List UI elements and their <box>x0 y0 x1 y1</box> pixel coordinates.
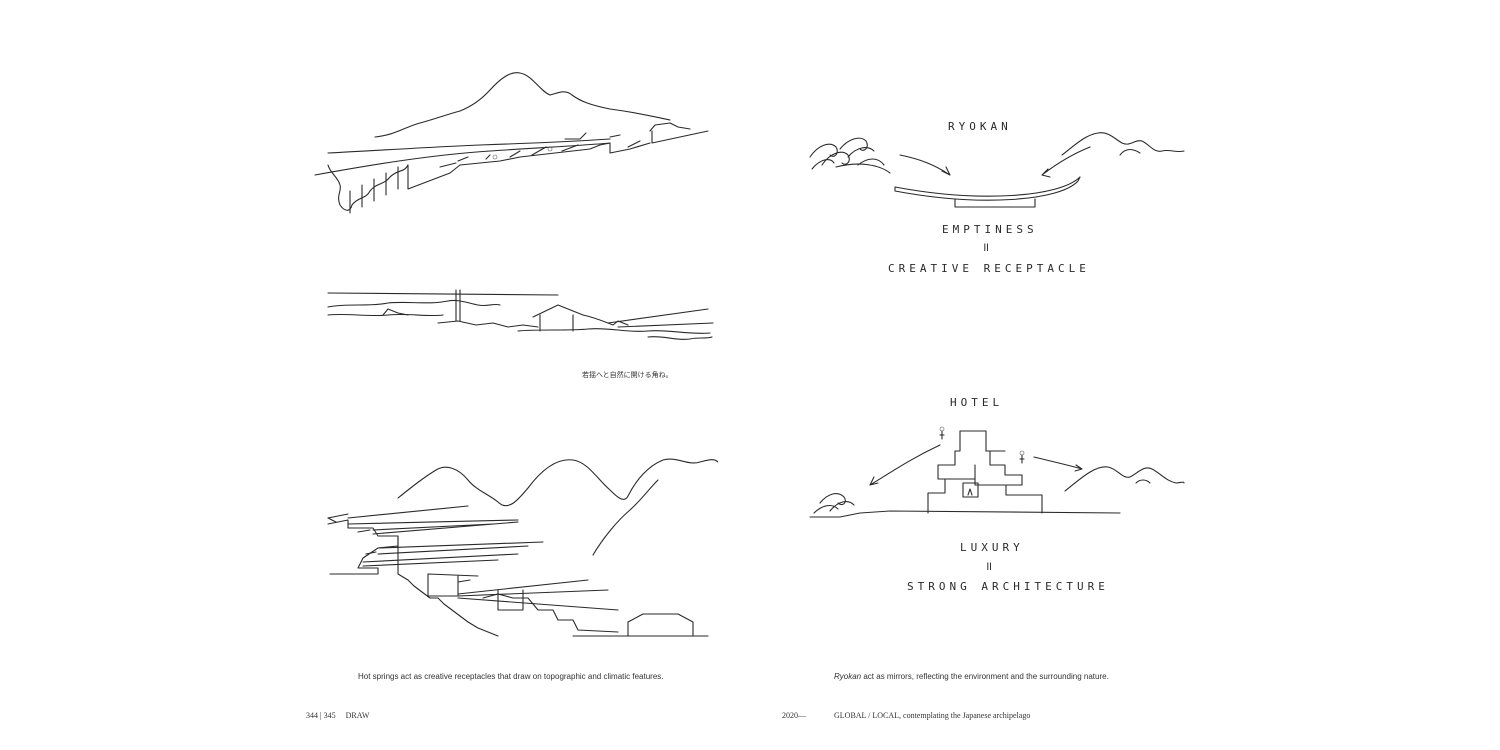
folio-title: GLOBAL / LOCAL, contemplating the Japane… <box>834 711 1031 720</box>
ryokan-title: RYOKAN <box>948 120 1012 133</box>
sketch-mountain-terraces <box>314 72 709 214</box>
hotel-line1: LUXURY <box>960 541 1024 554</box>
ryokan-equals: ॥ <box>982 240 990 254</box>
right-caption-text: act as mirrors, reflecting the environme… <box>861 672 1109 681</box>
right-caption-emphasis: Ryokan <box>834 672 862 681</box>
ryokan-diagram-sketch <box>809 132 1185 208</box>
sketch-cliff-terraces <box>327 458 718 637</box>
left-folio: 344 | 345 DRAW <box>306 711 369 720</box>
japanese-annotation: 若揺へと自然に開ける角ね。 <box>582 371 673 379</box>
right-caption: Ryokan act as mirrors, reflecting the en… <box>834 672 1109 681</box>
folio-year: 2020— <box>782 711 806 720</box>
ryokan-line1: EMPTINESS <box>942 223 1038 236</box>
hotel-title: HOTEL <box>950 396 1004 409</box>
left-caption: Hot springs act as creative receptacles … <box>358 672 664 681</box>
hotel-line2: STRONG ARCHITECTURE <box>907 580 1109 593</box>
section-name: DRAW <box>345 711 370 720</box>
sketch-section-horizontal <box>327 289 714 340</box>
ryokan-line2: CREATIVE RECEPTACLE <box>888 262 1090 275</box>
hotel-diagram-sketch <box>809 426 1185 518</box>
hotel-equals: ॥ <box>985 559 993 573</box>
page-numbers: 344 | 345 <box>306 711 336 720</box>
right-folio: 2020— GLOBAL / LOCAL, contemplating the … <box>782 711 1030 720</box>
